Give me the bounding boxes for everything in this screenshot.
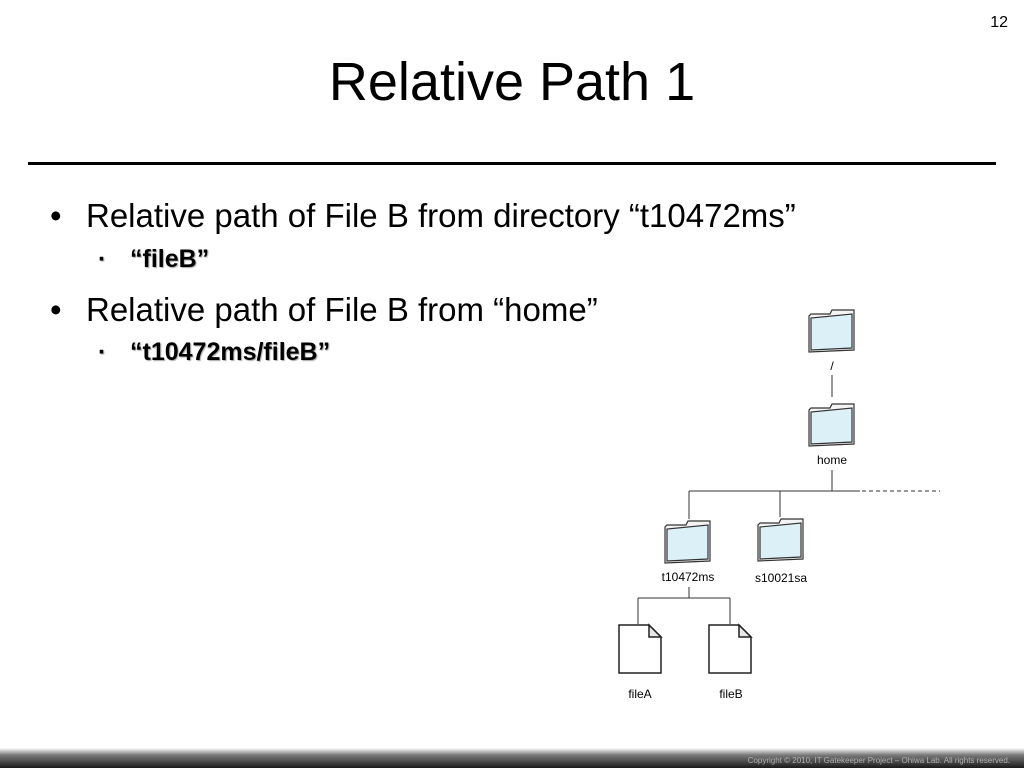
folder-icon [808, 403, 855, 447]
tree-connectors [637, 375, 860, 624]
sub-bullet-item-1: “fileB” [44, 244, 1004, 274]
file-icon [708, 624, 752, 674]
bullet-item-2: Relative path of File B from “home” [44, 290, 1004, 330]
folder-icon [808, 309, 855, 353]
title-rule [28, 162, 996, 165]
fileB-label: fileB [719, 687, 742, 701]
folder-icon [664, 520, 711, 564]
home-label: home [817, 453, 847, 467]
bullet-list: Relative path of File B from directory “… [44, 196, 1004, 383]
bullet-item-1: Relative path of File B from directory “… [44, 196, 1004, 236]
page-number: 12 [990, 14, 1008, 31]
slide-title: Relative Path 1 [328, 52, 696, 112]
folder-icon [757, 518, 804, 562]
root-label: / [830, 359, 834, 373]
copyright-text: Copyright © 2010, IT Gatekeeper Project … [747, 756, 1010, 765]
sub-bullet-item-2: “t10472ms/fileB” [44, 337, 1004, 367]
file-icon [618, 624, 662, 674]
s10021sa-label: s10021sa [755, 571, 807, 585]
footer-bar: Copyright © 2010, IT Gatekeeper Project … [0, 748, 1024, 768]
t10472ms-label: t10472ms [662, 570, 715, 584]
fileA-label: fileA [628, 687, 651, 701]
